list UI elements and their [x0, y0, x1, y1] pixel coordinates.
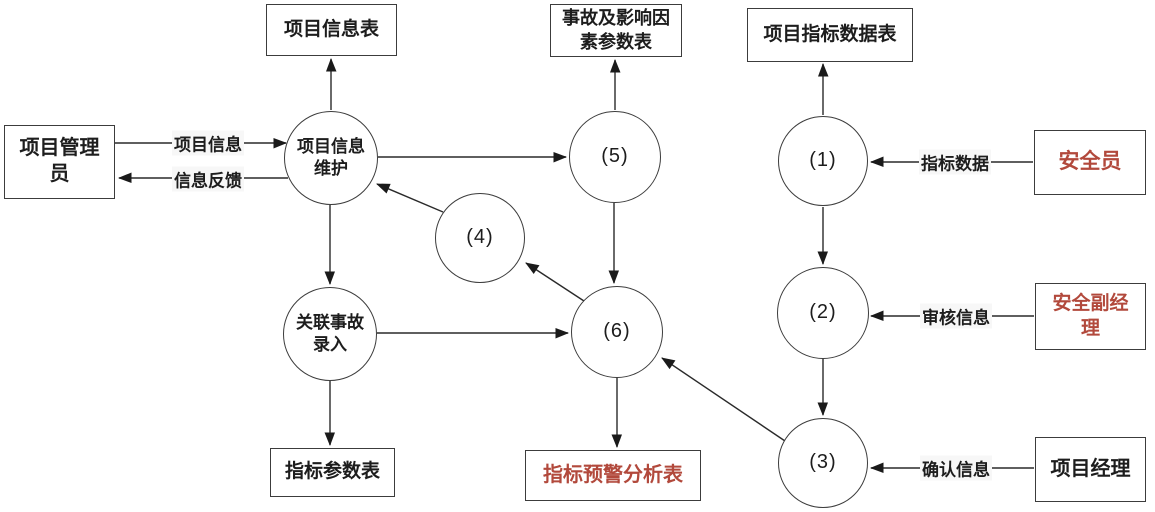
arrow-p4-to-maintenance: [376, 183, 444, 213]
process-label: (5): [601, 145, 629, 168]
entity-label: 安全副经理: [1052, 293, 1129, 339]
store-label: 事故及影响因素参数表: [562, 8, 670, 52]
flow-label-indicator-data: 指标数据: [919, 149, 991, 175]
entity-label: 安全员: [1058, 150, 1122, 174]
flow-label-review-info: 审核信息: [920, 303, 992, 329]
arrow-p6-to-p4: [525, 262, 585, 302]
process-accident-entry: 关联事故录入: [283, 287, 377, 381]
process-label: 项目信息维护: [297, 137, 365, 178]
store-project-info-table: 项目信息表: [266, 4, 397, 56]
arrow-p3-to-p6: [661, 357, 786, 442]
entity-label: 项目管理员: [19, 137, 100, 185]
process-1: (1): [778, 116, 868, 206]
flow-label-project-info: 项目信息: [172, 130, 244, 156]
store-indicator-warning-table: 指标预警分析表: [525, 450, 701, 501]
store-label: 指标预警分析表: [543, 463, 683, 486]
process-4: (4): [435, 193, 525, 283]
process-6: (6): [571, 286, 663, 378]
process-label: (6): [603, 320, 631, 343]
store-indicator-data-table: 项目指标数据表: [747, 8, 913, 62]
process-label: (2): [809, 301, 837, 324]
entity-label: 项目经理: [1050, 457, 1131, 480]
store-label: 指标参数表: [284, 461, 380, 483]
store-indicator-param-table: 指标参数表: [270, 448, 395, 497]
entity-safety-officer: 安全员: [1034, 130, 1146, 195]
process-label: (4): [466, 226, 494, 249]
store-label: 项目指标数据表: [763, 23, 897, 45]
flow-label-confirm-info: 确认信息: [920, 455, 992, 481]
store-label: 项目信息表: [283, 18, 379, 40]
process-2: (2): [777, 267, 869, 359]
process-5: (5): [569, 111, 661, 203]
entity-project-manager: 项目经理: [1035, 437, 1146, 502]
process-label: (1): [809, 149, 837, 172]
process-label: 关联事故录入: [296, 313, 364, 354]
entity-deputy-safety-manager: 安全副经理: [1035, 283, 1146, 350]
process-3: (3): [778, 418, 868, 508]
flow-label-info-feedback: 信息反馈: [172, 166, 244, 192]
entity-project-admin: 项目管理员: [4, 125, 115, 199]
process-info-maintenance: 项目信息维护: [284, 111, 378, 205]
store-accident-factor-table: 事故及影响因素参数表: [550, 4, 682, 57]
process-label: (3): [809, 451, 837, 474]
